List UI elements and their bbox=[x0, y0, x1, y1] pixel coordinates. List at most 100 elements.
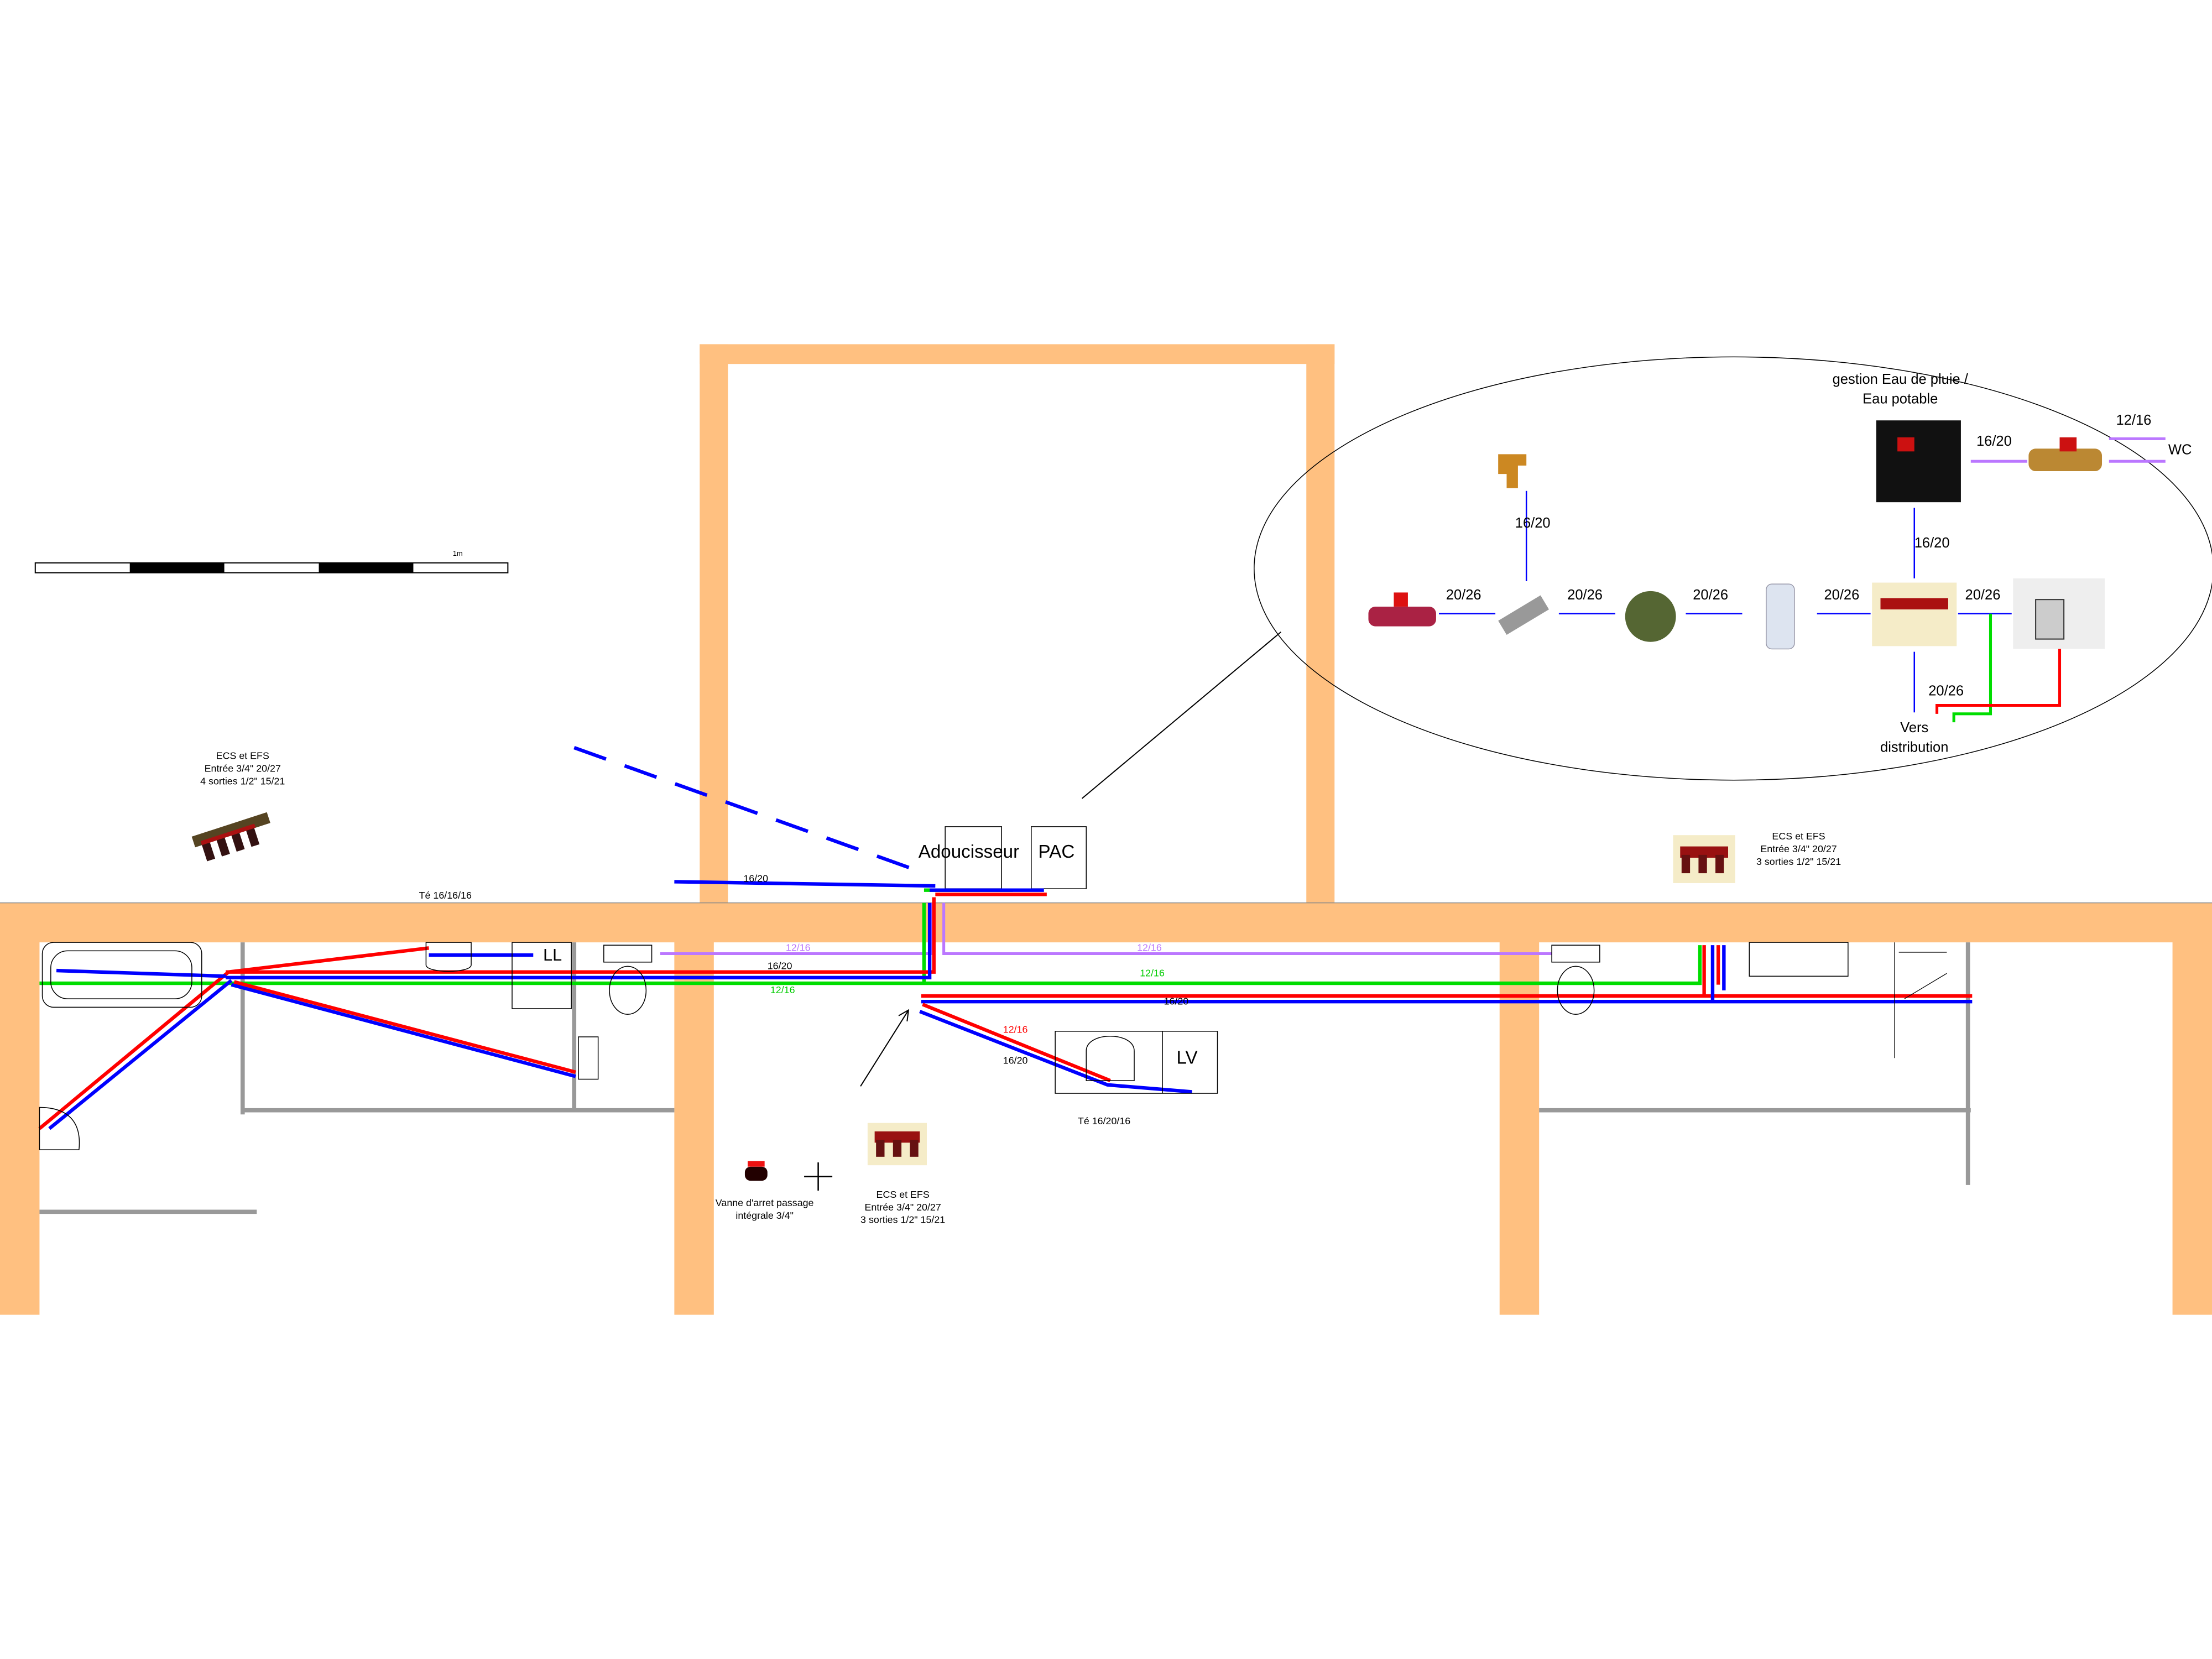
drawing-element bbox=[39, 1107, 80, 1150]
partitions bbox=[39, 942, 1971, 1214]
drawing-element: 12/16 bbox=[2116, 413, 2152, 428]
detail-ellipse: gestion Eau de pluie /Eau potable 20/26 … bbox=[1254, 356, 2212, 781]
tee-fitting-icon bbox=[1498, 595, 1550, 635]
drawing-element bbox=[910, 1140, 919, 1157]
label-text: 4 sorties 1/2" 15/21 bbox=[200, 775, 285, 786]
drawing-element bbox=[1557, 966, 1595, 1015]
label-text: 20/26 bbox=[1693, 587, 1728, 603]
rain-control-unit-icon bbox=[1876, 420, 1961, 503]
drawing-element: 16/20 bbox=[1914, 535, 1950, 551]
label-text: 20/26 bbox=[1446, 587, 1481, 603]
pac-label: PAC bbox=[1039, 842, 1075, 862]
drawing-element bbox=[38, 893, 1973, 1130]
drawing-element bbox=[2059, 437, 2077, 452]
drawing-element bbox=[319, 562, 414, 573]
drawing-element bbox=[1715, 854, 1724, 874]
manifold-icon bbox=[1872, 582, 1957, 646]
drawing-element bbox=[245, 825, 260, 847]
label-text: 16/20 bbox=[1914, 535, 1950, 551]
drawing-element bbox=[1254, 356, 2212, 781]
pipe-label: 16/20 bbox=[1003, 1055, 1028, 1066]
drawing-element bbox=[1880, 598, 1948, 610]
pipe-label: 16/20 bbox=[1164, 995, 1189, 1006]
fixtures: LL LV bbox=[39, 942, 1947, 1150]
label-text: Entrée 3/4" 20/27 bbox=[865, 1202, 941, 1213]
lv-label: LV bbox=[1177, 1047, 1198, 1068]
drawing-element bbox=[0, 902, 2212, 943]
label-text: distribution bbox=[1880, 740, 1948, 755]
drawing-element: 16/20 bbox=[1515, 515, 1551, 531]
drawing-element bbox=[919, 1010, 1192, 1094]
label-text: 12/16 bbox=[2116, 413, 2152, 428]
drawing-element bbox=[2172, 902, 2212, 1315]
manifold-4-outlets-icon bbox=[191, 812, 270, 862]
drawing-element: 20/26 bbox=[1928, 684, 1964, 699]
drawing-element bbox=[1439, 491, 2012, 713]
pipe-label: 16/20 bbox=[743, 873, 768, 884]
drawing-element bbox=[216, 835, 230, 857]
scale-label: 1m bbox=[453, 549, 463, 557]
drawing-element: 20/26 bbox=[1693, 587, 1728, 603]
drawing-element bbox=[674, 902, 714, 1315]
drawing-element bbox=[893, 1140, 902, 1157]
drawing-element bbox=[922, 1003, 1111, 1083]
drawing-element bbox=[39, 942, 1971, 1214]
drawing-element bbox=[1698, 854, 1707, 874]
label-text: 20/26 bbox=[1928, 684, 1964, 699]
label-text: gestion Eau de pluie / bbox=[1833, 372, 1969, 387]
valve-icon bbox=[744, 1166, 768, 1181]
drawing-element: gestion Eau de pluie / Eau potable bbox=[1833, 372, 1969, 407]
lv-box bbox=[1055, 1031, 1218, 1094]
drawing-element bbox=[233, 945, 1720, 1074]
drawing-element bbox=[129, 562, 225, 573]
tap-icon bbox=[1498, 454, 1527, 488]
label-text: Eau potable bbox=[1863, 392, 1938, 407]
label-text: 3 sorties 1/2" 15/21 bbox=[1756, 856, 1841, 867]
dashed-pipe bbox=[573, 746, 918, 872]
drawing-element bbox=[874, 1131, 920, 1143]
drawing-element: 20/26 bbox=[1965, 587, 2001, 603]
drawing-element bbox=[1081, 632, 1281, 799]
label-text: ECS et EFS bbox=[216, 750, 269, 761]
drawing-element bbox=[2035, 599, 2065, 640]
label-text: Entrée 3/4" 20/27 bbox=[1760, 843, 1837, 854]
pipes bbox=[38, 888, 1973, 1130]
scale-bar: 1m bbox=[34, 549, 509, 573]
label-text: 20/26 bbox=[1965, 587, 2001, 603]
drawing-element bbox=[1952, 613, 1992, 723]
drawing-element bbox=[1970, 437, 2166, 463]
drawing-element: 20/26 bbox=[1446, 587, 1481, 603]
drawing-element bbox=[1936, 649, 2062, 714]
label-text: Entrée 3/4" 20/27 bbox=[205, 763, 281, 774]
arrow-icon bbox=[860, 1009, 910, 1087]
te-left-label: Té 16/16/16 bbox=[419, 890, 472, 901]
label-text: ECS et EFS bbox=[1772, 831, 1825, 842]
label-text: WC bbox=[2168, 442, 2192, 457]
pipe-label: 12/16 bbox=[786, 942, 811, 953]
drawing-element bbox=[0, 902, 40, 1315]
drawing-element bbox=[1551, 945, 1600, 963]
label-text: 20/26 bbox=[1824, 587, 1859, 603]
adoucisseur-label: Adoucisseur bbox=[919, 842, 1019, 862]
drawing-element bbox=[1749, 942, 1849, 977]
drawing-element: WC bbox=[2168, 442, 2192, 457]
drawing-element: 16/20 bbox=[1976, 434, 2012, 449]
label-text: 3 sorties 1/2" 15/21 bbox=[860, 1214, 945, 1225]
label-text: Vanne d'arret passage bbox=[716, 1197, 814, 1208]
valve-icon bbox=[2028, 448, 2103, 472]
sink-icon bbox=[425, 942, 472, 972]
pac-box bbox=[1031, 826, 1087, 889]
drawing-element bbox=[1894, 942, 1947, 1058]
pipe-label: 12/16 bbox=[1140, 967, 1165, 978]
label-text: 20/26 bbox=[1567, 587, 1603, 603]
drawing-element bbox=[200, 823, 256, 846]
walls bbox=[0, 344, 2212, 1315]
plus-icon bbox=[804, 1162, 833, 1191]
washbasin-icon bbox=[1086, 1036, 1135, 1081]
